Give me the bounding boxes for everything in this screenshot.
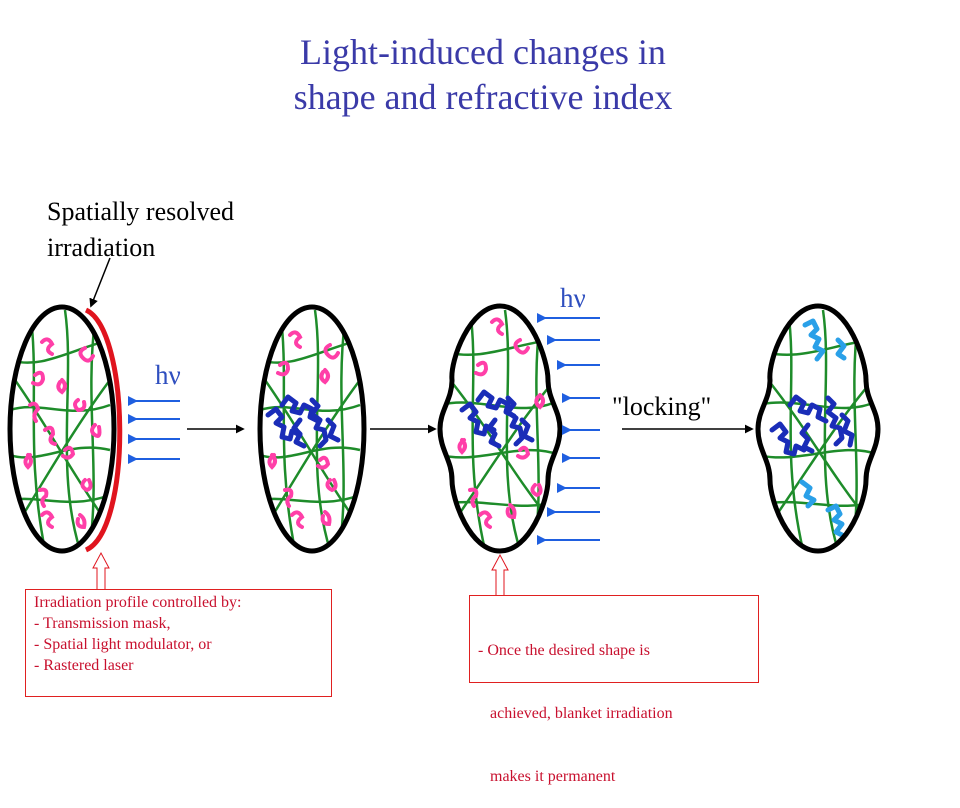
gel-outline-3 <box>437 303 563 554</box>
pointer-right <box>491 553 509 597</box>
hydrogel-shape-3 <box>437 303 563 554</box>
photon-label-2: hν <box>560 283 586 313</box>
macromers-3 <box>457 317 545 529</box>
hydrogel-shape-1 <box>7 304 123 554</box>
macromers-1 <box>23 337 102 530</box>
light-arrows-1 <box>128 396 180 464</box>
macromers-2 <box>267 330 340 529</box>
box-left-line-4: - Rastered laser <box>34 657 134 674</box>
diagram-canvas <box>7 257 881 597</box>
polymerized-region-2 <box>265 394 341 449</box>
box-left-line-2: - Transmission mask, <box>34 615 171 632</box>
title-line-1: Light-induced changes in <box>300 32 666 72</box>
hydrogel-shape-4 <box>755 303 881 554</box>
gel-outline-2 <box>257 304 367 554</box>
photon-label-1: hν <box>155 360 181 390</box>
title-line-2: shape and refractive index <box>293 77 673 117</box>
gel-outline-1 <box>7 304 117 554</box>
slide-title: Light-induced changes in shape and refra… <box>0 30 960 120</box>
gel-outline-4 <box>755 303 881 554</box>
annotation-line-2: irradiation <box>47 233 156 262</box>
polymerized-region-4 <box>769 394 855 457</box>
box-pointers <box>92 551 509 597</box>
light-arrows-2 <box>537 313 600 545</box>
transmission-mask <box>84 307 123 553</box>
annotation-pointer <box>89 257 111 308</box>
blanket-irradiation-box: - Once the desired shape is achieved, bl… <box>469 595 759 785</box>
box-left-line-1: Irradiation profile controlled by: <box>34 594 242 611</box>
locking-label: "locking" <box>612 392 712 421</box>
box-right-line-3: makes it permanent <box>478 768 616 785</box>
irradiation-annotation: Spatially resolved irradiation <box>47 194 234 266</box>
polymerized-region-3 <box>459 389 535 449</box>
box-left-line-3: - Spatial light modulator, or <box>34 636 212 653</box>
box-right-line-1: - Once the desired shape is <box>478 642 650 659</box>
annotation-line-1: Spatially resolved <box>47 197 235 226</box>
irradiation-profile-box: Irradiation profile controlled by: - Tra… <box>25 589 332 697</box>
hydrogel-shape-2 <box>257 304 367 554</box>
light-polymer-4 <box>799 318 847 539</box>
box-right-line-2: achieved, blanket irradiation <box>478 705 673 722</box>
pointer-left <box>92 551 110 591</box>
